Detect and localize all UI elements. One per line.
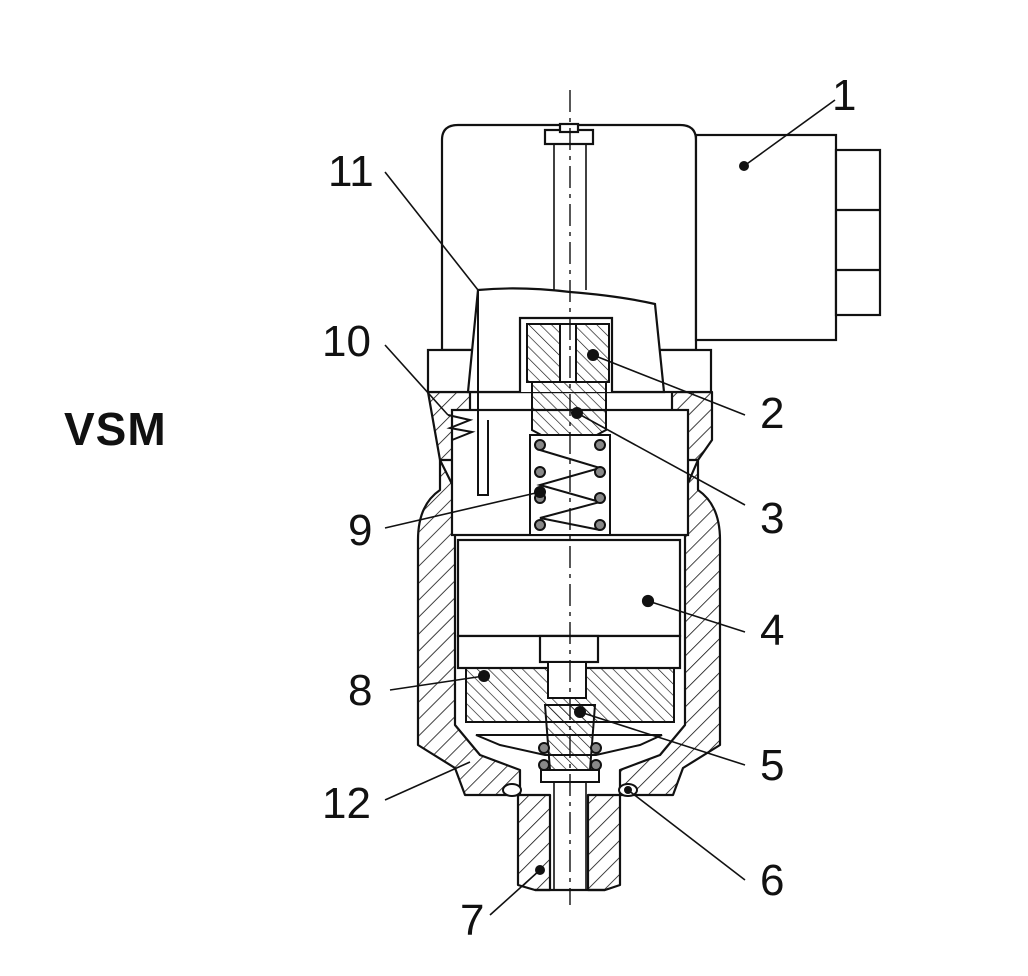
callout-9: 9 xyxy=(348,506,372,555)
callout-5: 5 xyxy=(760,741,784,790)
contact-wire xyxy=(446,290,489,496)
leader-4 xyxy=(647,600,746,633)
leader-7 xyxy=(489,869,541,916)
leader-10 xyxy=(384,344,449,416)
callout-4: 4 xyxy=(760,606,784,655)
callout-3: 3 xyxy=(760,494,784,543)
callout-1: 1 xyxy=(832,71,856,120)
callout-12: 12 xyxy=(322,779,371,828)
diagram-title: VSM xyxy=(64,403,167,455)
callout-6: 6 xyxy=(760,856,784,905)
leader-9 xyxy=(384,491,541,529)
callout-10: 10 xyxy=(322,317,371,366)
piston xyxy=(456,538,682,670)
callout-11: 11 xyxy=(328,147,374,196)
callout-2: 2 xyxy=(760,389,784,438)
leader-3 xyxy=(576,412,746,506)
leader-6 xyxy=(627,789,746,881)
leader-2 xyxy=(592,354,746,416)
leader-11 xyxy=(384,171,479,291)
callout-8: 8 xyxy=(348,666,372,715)
solenoid-coil xyxy=(426,122,882,394)
leader-5 xyxy=(579,711,746,766)
leader-8 xyxy=(389,675,485,691)
flow-channel xyxy=(553,145,587,890)
callout-7: 7 xyxy=(460,896,484,945)
leader-1 xyxy=(743,99,836,167)
leader-lines xyxy=(384,99,836,916)
callout-labels: 1 2 3 4 5 6 7 8 9 10 11 12 xyxy=(322,71,856,945)
leader-12 xyxy=(384,761,471,801)
fixed-core xyxy=(526,323,610,383)
o-ring-seals xyxy=(502,783,638,797)
